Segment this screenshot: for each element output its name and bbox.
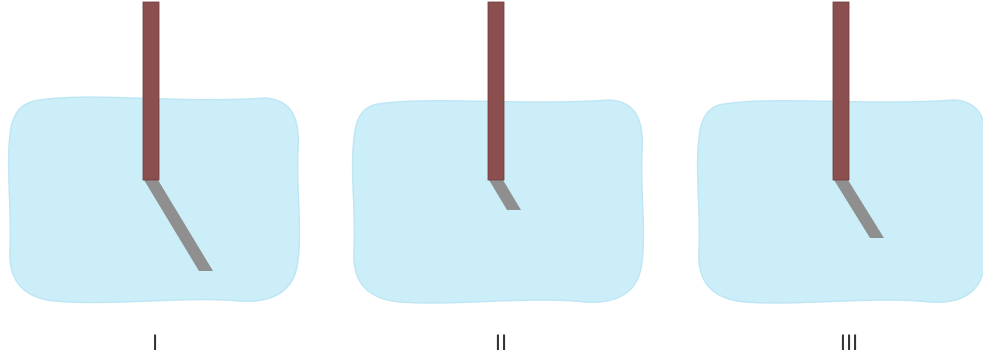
panel-label: III — [840, 330, 858, 355]
panel-1: I — [9, 2, 300, 355]
rod-above-water — [833, 2, 849, 180]
panel-label: I — [152, 330, 158, 355]
panel-2: II — [353, 2, 644, 355]
panel-label: II — [495, 330, 507, 355]
rod-above-water — [488, 2, 504, 180]
rod-above-water — [143, 2, 159, 180]
panel-3: III — [698, 2, 983, 355]
